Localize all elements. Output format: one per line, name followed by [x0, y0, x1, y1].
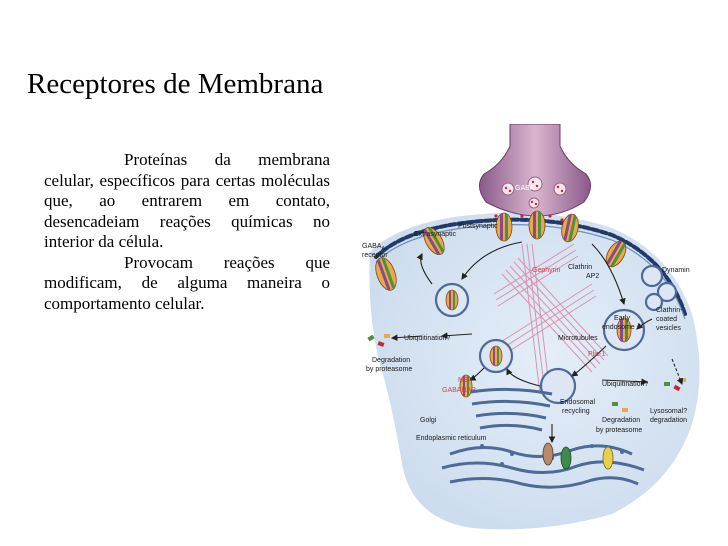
label-gaba-receptor-1: GABAA: [362, 243, 385, 252]
label-ubiquitination-left: Ubiquitination?: [404, 335, 450, 342]
label-gaba: GABA: [515, 185, 535, 192]
label-clathrin-ap2-1: Clathrin: [568, 264, 592, 271]
label-microtubules: Microtubules: [558, 335, 598, 342]
label-degradation-left-1: Degradation: [372, 357, 410, 364]
label-endosomal-recycling-2: recycling: [562, 408, 590, 415]
label-extrasynaptic: Extrasynaptic: [414, 231, 457, 238]
label-dynamin: Dynamin: [662, 267, 690, 274]
label-plic1: Plic-1: [588, 351, 606, 358]
label-clathrin-coated-3: vesicles: [656, 325, 681, 332]
label-gaba-receptor-2: receptor: [362, 252, 388, 259]
golgi: [469, 387, 553, 432]
label-clathrin-coated-2: coated: [656, 316, 677, 323]
pathway-arrows: [390, 241, 684, 444]
presynaptic-terminal: [479, 124, 591, 222]
label-lysosomal-2: degradation: [650, 417, 687, 424]
slide-body-text: Proteínas da membrana celular, específic…: [44, 150, 330, 314]
gaba-receptor-trafficking-diagram: GABA GABAA receptor Postsynaptic Extrasy…: [362, 124, 700, 530]
label-nsf: NSF: [458, 377, 472, 384]
label-degradation-right-2: by proteasome: [596, 427, 642, 434]
slide-title: Receptores de Membrana: [27, 68, 324, 100]
label-postsynaptic: Postsynaptic: [458, 223, 498, 230]
label-ubiquitination-right: Ubiquitination?: [602, 381, 648, 388]
microtubules: [481, 243, 609, 395]
label-endosomal-recycling-1: Endosomal: [560, 399, 595, 406]
paragraph-2: Provocam reações que modificam, de algum…: [44, 252, 330, 313]
label-endoplasmic-reticulum: Endoplasmic reticulum: [416, 435, 487, 442]
paragraph-1: Proteínas da membrana celular, específic…: [44, 150, 330, 251]
label-clathrin-ap2-2: AP2: [586, 273, 599, 280]
label-degradation-right-1: Degradation: [602, 417, 640, 424]
label-clathrin-coated-1: Clathrin-: [656, 307, 683, 314]
label-degradation-left-2: by proteasome: [366, 366, 412, 373]
label-early-endosome-1: Early: [614, 315, 630, 322]
plasma-membrane: [374, 217, 687, 316]
gaba-receptors: [375, 210, 632, 470]
label-lysosomal-1: Lysosomal?: [650, 408, 687, 415]
label-early-endosome-2: endosome: [602, 324, 635, 331]
label-golgi: Golgi: [420, 417, 437, 424]
label-gephyrin: Gephyrin: [532, 267, 561, 274]
label-gabarap: GABARAP: [442, 387, 476, 394]
